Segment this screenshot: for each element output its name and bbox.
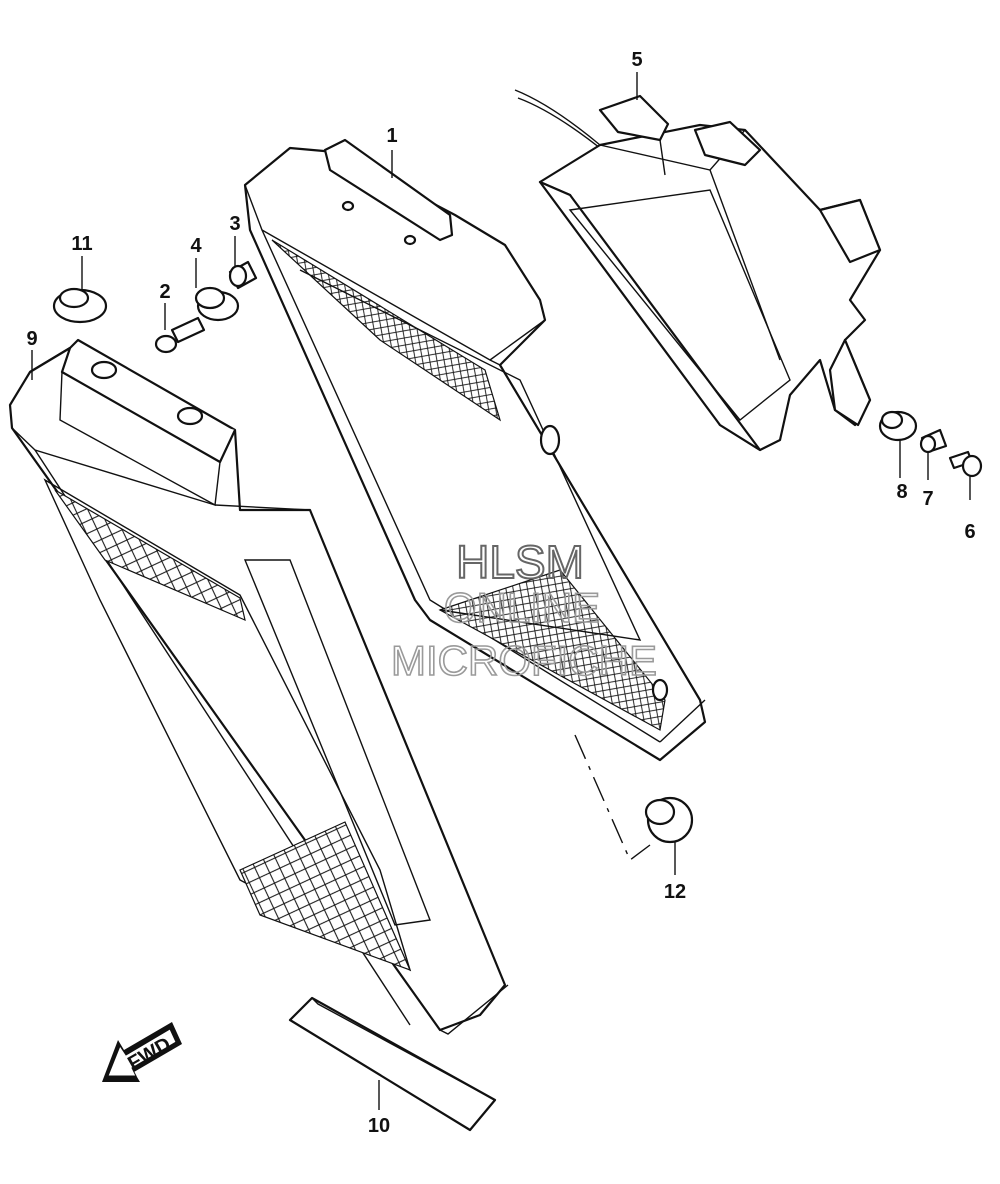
cushion-part-4 [194, 286, 240, 322]
collar-part-3 [228, 260, 258, 290]
fan-shroud-part-5 [514, 89, 882, 452]
bolt-part-2 [154, 316, 206, 354]
cushion-part-12 [644, 796, 694, 844]
watermark-line2: ONLINE [444, 584, 600, 631]
callout-1: 1 [386, 125, 397, 147]
callout-4: 4 [190, 235, 202, 257]
callout-12: 12 [664, 881, 686, 903]
callout-10: 10 [368, 1115, 390, 1137]
bolt-part-6 [948, 450, 983, 478]
cushion-part-8 [878, 410, 918, 442]
callout-8: 8 [896, 481, 907, 503]
callout-7: 7 [922, 488, 933, 510]
callout-5: 5 [631, 49, 642, 71]
callout-6: 6 [964, 521, 975, 543]
watermark-line3: MICROFICHE [391, 637, 657, 684]
grommet-part-11 [52, 287, 108, 324]
collar-part-7 [919, 428, 948, 454]
leader-lines [31, 72, 971, 1110]
watermark: HLSM ONLINE MICROFICHE [390, 535, 658, 685]
callout-11: 11 [71, 233, 92, 255]
radiator-core-part-1 [243, 138, 707, 762]
callout-9: 9 [26, 328, 37, 350]
fwd-arrow-icon: FWD [102, 1022, 182, 1082]
callout-3: 3 [229, 213, 240, 235]
callout-labels: 1 2 3 4 5 6 7 8 9 10 11 12 [26, 49, 975, 1137]
callout-2: 2 [159, 281, 170, 303]
watermark-line1: HLSM [456, 536, 584, 588]
seal-strip-part-10 [288, 996, 497, 1132]
radiator-shroud-part-9 [8, 338, 509, 1035]
